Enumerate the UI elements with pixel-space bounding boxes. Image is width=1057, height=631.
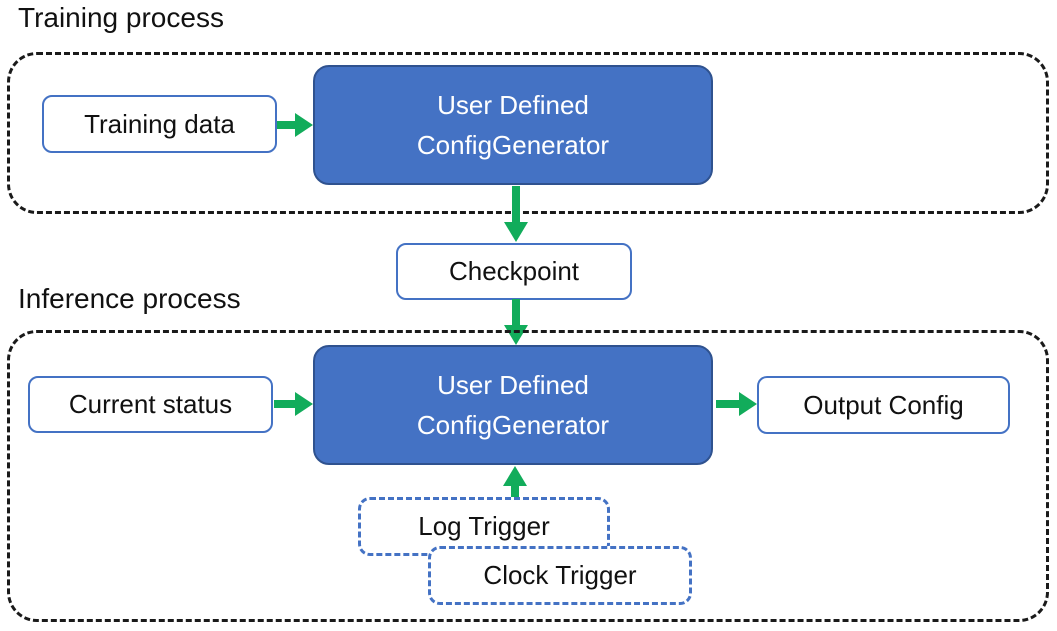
- generator-inference-line2: ConfigGenerator: [416, 410, 610, 440]
- generator-training-line2: ConfigGenerator: [416, 130, 610, 160]
- inference-process-label: Inference process: [18, 283, 241, 314]
- generator-inference-line1: User Defined: [437, 370, 589, 400]
- training-process-label: Training process: [18, 2, 224, 33]
- current-status-node: Current status: [28, 376, 273, 433]
- checkpoint-node: Checkpoint: [396, 243, 632, 300]
- training-process-container: [7, 52, 1049, 214]
- output-config-node: Output Config: [757, 376, 1010, 434]
- user-defined-configgenerator-inference-node: User Defined ConfigGenerator: [313, 345, 713, 465]
- arrow-right-generator-to-output-config-icon: [716, 391, 757, 417]
- user-defined-configgenerator-training-node: User Defined ConfigGenerator: [313, 65, 713, 185]
- generator-training-line1: User Defined: [437, 90, 589, 120]
- inference-process-container: [7, 330, 1049, 622]
- clock-trigger-node: Clock Trigger: [428, 546, 692, 605]
- arrow-up-trigger-to-generator-icon: [502, 466, 528, 497]
- arrow-down-checkpoint-to-generator-icon: [503, 299, 529, 345]
- arrow-down-generator-to-checkpoint-icon: [503, 186, 529, 242]
- training-data-node: Training data: [42, 95, 277, 153]
- arrow-right-training-data-to-generator-icon: [277, 112, 313, 138]
- arrow-right-current-status-to-generator-icon: [274, 391, 313, 417]
